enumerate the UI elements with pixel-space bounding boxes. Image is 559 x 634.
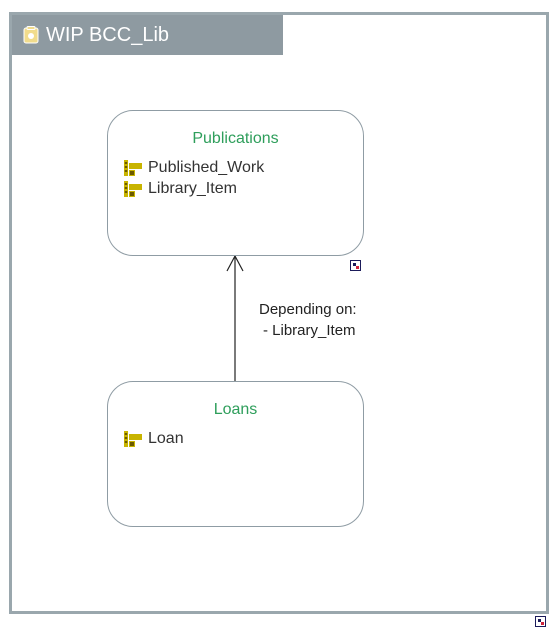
expand-handle-icon[interactable] xyxy=(535,614,546,627)
item-label: Published_Work xyxy=(148,158,265,176)
package-title-tab[interactable]: WIP BCC_Lib xyxy=(12,15,283,55)
expand-handle-icon[interactable] xyxy=(350,258,361,271)
module-publications[interactable]: Publications Published_Work xyxy=(107,110,364,256)
dependency-label-line2: - Library_Item xyxy=(263,322,356,339)
module-title-publications: Publications xyxy=(192,130,279,147)
module-title-loans: Loans xyxy=(213,401,258,418)
dependency-label-line1: Depending on: xyxy=(259,301,357,318)
dependency-label: Depending on: - Library_Item xyxy=(259,299,357,341)
package-icon xyxy=(23,26,39,44)
module-loans[interactable]: Loans Loan xyxy=(107,381,364,527)
list-item[interactable]: Published_Work xyxy=(124,157,264,178)
package-title: WIP BCC_Lib xyxy=(46,23,170,46)
publications-item-list: Published_Work Library_Item xyxy=(124,157,264,199)
list-item[interactable]: Loan xyxy=(124,428,184,449)
library-class-icon xyxy=(124,430,142,447)
library-class-icon xyxy=(124,159,142,176)
list-item[interactable]: Library_Item xyxy=(124,178,264,199)
item-label: Loan xyxy=(148,429,184,447)
item-label: Library_Item xyxy=(148,179,237,197)
library-class-icon xyxy=(124,180,142,197)
loans-item-list: Loan xyxy=(124,428,184,449)
